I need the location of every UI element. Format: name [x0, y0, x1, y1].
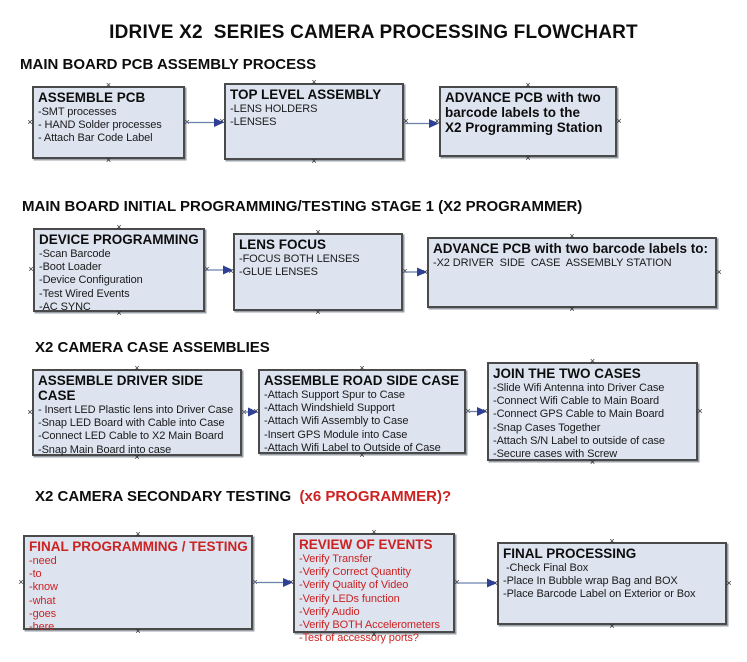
box-title: ASSEMBLE PCB: [38, 90, 146, 105]
box-item: -Connect LED Cable to X2 Main Board: [38, 430, 224, 443]
flow-box-device-programming[interactable]: DEVICE PROGRAMMING -Scan Barcode -Boot L…: [33, 228, 205, 313]
flow-box-top-level-assembly[interactable]: TOP LEVEL ASSEMBLY -LENS HOLDERS -LENSES: [224, 83, 404, 160]
box-item: -know: [29, 581, 58, 594]
box-item: - Insert LED Plastic lens into Driver Ca…: [38, 404, 234, 416]
connector-arrow[interactable]: [467, 407, 487, 416]
box-title: JOIN THE TWO CASES: [493, 366, 641, 381]
section-heading-case-assemblies: X2 CAMERA CASE ASSEMBLIES: [35, 339, 270, 356]
box-title: FINAL PROCESSING: [503, 546, 637, 561]
box-item: -Verify LEDs function: [299, 592, 400, 605]
section-heading-secondary-testing-red: (x6 PROGRAMMER)?: [291, 488, 452, 505]
box-item: -LENS HOLDERS: [230, 103, 318, 115]
section-heading-pcb-assembly: MAIN BOARD PCB ASSEMBLY PROCESS: [20, 56, 317, 73]
box-item: -Snap Main Board into case: [38, 443, 172, 456]
box-title: ASSEMBLE DRIVER SIDE CASE: [38, 373, 204, 403]
box-item: -Verify Audio: [299, 605, 360, 618]
box-title: FINAL PROGRAMMING / TESTING: [29, 539, 248, 554]
flow-box-assemble-road-side-case[interactable]: ASSEMBLE ROAD SIDE CASE -Attach Support …: [258, 369, 466, 454]
box-item: -SMT processes: [38, 106, 117, 118]
box-item: -Boot Loader: [39, 261, 102, 274]
connector-arrow[interactable]: [186, 118, 224, 127]
box-item: -Attach Wifi Label to Outside of Case: [264, 441, 441, 454]
section-heading-secondary-testing-black: X2 CAMERA SECONDARY TESTING: [35, 488, 292, 505]
box-item: -need: [29, 555, 57, 567]
box-item: -goes: [29, 607, 57, 620]
box-item: -Test of accessory ports?: [299, 632, 419, 645]
box-item: -GLUE LENSES: [239, 266, 318, 279]
connector-arrow[interactable]: [206, 265, 233, 275]
box-item: -Secure cases with Screw: [493, 448, 618, 461]
box-item: -Verify Transfer: [299, 553, 372, 565]
box-title: DEVICE PROGRAMMING: [39, 232, 199, 247]
box-item: -Attach Wifi Assembly to Case: [264, 415, 409, 428]
box-item: -Place In Bubble wrap Bag and BOX: [503, 575, 678, 588]
box-item: -Test Wired Events: [39, 287, 130, 300]
section-heading-initial-programming: MAIN BOARD INITIAL PROGRAMMING/TESTING S…: [22, 198, 583, 215]
box-title: TOP LEVEL ASSEMBLY: [230, 87, 382, 102]
box-item: -Snap LED Board with Cable into Case: [38, 417, 225, 430]
box-item: -Verify Quality of Video: [299, 579, 409, 592]
connector-arrow[interactable]: [405, 119, 439, 128]
connector-arrow[interactable]: [456, 578, 497, 588]
box-item: -Connect Wifi Cable to Main Board: [493, 395, 660, 408]
connector-arrow[interactable]: [243, 407, 258, 417]
connector-arrow[interactable]: [254, 578, 293, 587]
connector-arrow[interactable]: [404, 267, 427, 277]
box-item: -AC SYNC: [39, 300, 91, 313]
box-item: -Place Barcode Label on Exterior or Box: [503, 588, 696, 601]
section-heading-secondary-testing: X2 CAMERA SECONDARY TESTING (x6 PROGRAMM…: [35, 488, 451, 505]
box-item: -Attach Windshield Support: [264, 402, 395, 415]
flow-box-final-processing[interactable]: FINAL PROCESSING -Check Final Box -Place…: [497, 542, 727, 625]
box-title: ADVANCE PCB with two barcode labels to:: [433, 241, 709, 256]
box-item: -X2 DRIVER SIDE CASE ASSEMBLY STATION: [433, 257, 672, 269]
box-item: -Attach Support Spur to Case: [264, 389, 405, 401]
box-item: -LENSES: [230, 116, 277, 129]
box-title: LENS FOCUS: [239, 237, 327, 252]
box-title: ADVANCE PCB with two barcode labels to t…: [445, 90, 603, 135]
flow-box-assemble-driver-side-case[interactable]: ASSEMBLE DRIVER SIDE CASE - Insert LED P…: [32, 369, 242, 456]
box-item: - Attach Bar Code Label: [38, 132, 153, 145]
box-item: -FOCUS BOTH LENSES: [239, 253, 360, 265]
box-item: -Attach S/N Label to outside of case: [493, 434, 665, 447]
box-item: -Connect GPS Cable to Main Board: [493, 408, 665, 421]
box-item: -to: [29, 568, 42, 581]
box-item: -here: [29, 621, 55, 634]
flow-box-lens-focus[interactable]: LENS FOCUS -FOCUS BOTH LENSES -GLUE LENS…: [233, 233, 403, 311]
box-item: -Device Configuration: [39, 274, 143, 287]
box-item: -Insert GPS Module into Case: [264, 428, 408, 441]
box-item: -Check Final Box: [503, 562, 589, 574]
box-item: -Slide Wifi Antenna into Driver Case: [493, 382, 665, 394]
flow-box-join-the-two-cases[interactable]: JOIN THE TWO CASES -Slide Wifi Antenna i…: [487, 362, 698, 461]
flow-box-assemble-pcb[interactable]: ASSEMBLE PCB -SMT processes - HAND Solde…: [32, 86, 185, 159]
flow-box-advance-pcb-to-driver-side-station[interactable]: ADVANCE PCB with two barcode labels to: …: [427, 237, 717, 308]
box-title: ASSEMBLE ROAD SIDE CASE: [264, 373, 460, 388]
page-title: IDRIVE X2 SERIES CAMERA PROCESSING FLOWC…: [109, 22, 638, 43]
box-item: -Scan Barcode: [39, 248, 111, 260]
box-title: REVIEW OF EVENTS: [299, 537, 433, 552]
flow-box-review-of-events[interactable]: REVIEW OF EVENTS -Verify Transfer -Verif…: [293, 533, 455, 644]
box-item: -Snap Cases Together: [493, 421, 601, 434]
box-item: - HAND Solder processes: [38, 119, 162, 132]
flow-box-advance-pcb-to-programming-station[interactable]: ADVANCE PCB with two barcode labels to t…: [439, 86, 617, 157]
box-item: -Verify Correct Quantity: [299, 566, 411, 579]
box-item: -Verify BOTH Accelerometers: [299, 619, 440, 632]
flow-box-final-programming-testing[interactable]: FINAL PROGRAMMING / TESTING -need -to -k…: [23, 535, 253, 633]
box-item: -what: [29, 594, 56, 607]
